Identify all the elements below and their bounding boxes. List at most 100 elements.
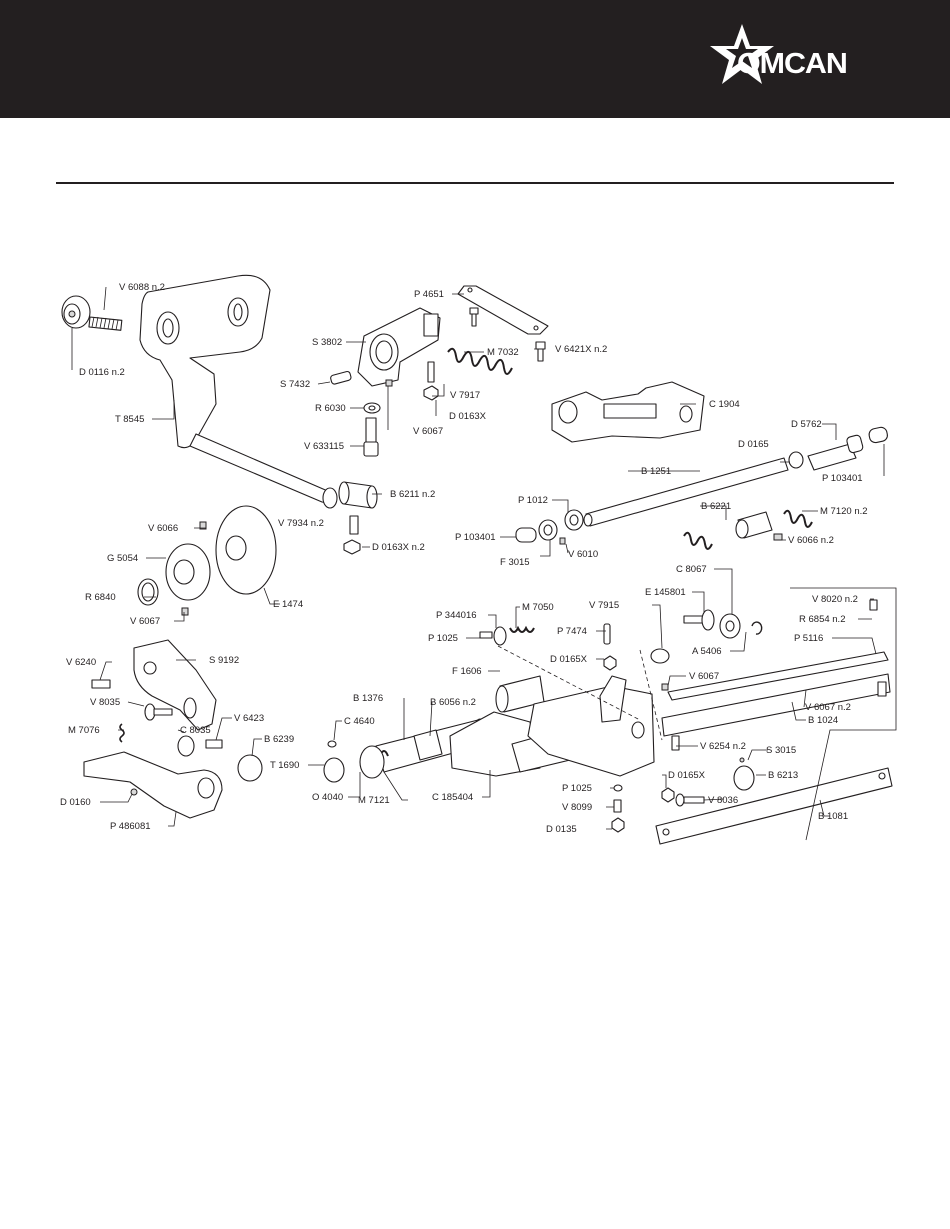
part-labels: V 6088 n.2 D 0116 n.2 T 8545 P 4651 S 38…	[60, 282, 868, 835]
nut-d0165x-a	[603, 655, 617, 671]
cradle-assembly	[527, 675, 655, 777]
shaft-e145801	[683, 615, 705, 624]
label-m7121: M 7121	[358, 795, 390, 806]
rail-b1024	[661, 673, 891, 737]
clip-c4640	[327, 740, 337, 748]
label-b6221: B 6221	[701, 501, 731, 512]
spring-m7121	[359, 745, 389, 779]
screw-v8036	[675, 793, 705, 807]
dash-guide-a	[497, 645, 641, 721]
pin-p7474	[603, 623, 611, 645]
label-v6067-b: V 6067	[130, 616, 160, 627]
label-d0116: D 0116 n.2	[79, 367, 125, 378]
screw-v6254	[671, 735, 680, 751]
stud-v7917	[427, 361, 435, 383]
label-v6066-a: V 6066	[148, 523, 178, 534]
label-v8036: V 8036	[708, 795, 738, 806]
hub-g5054	[165, 543, 211, 601]
handle-arm-t8545	[139, 274, 338, 509]
label-v7915: V 7915	[589, 600, 619, 611]
spring-left	[683, 531, 713, 550]
label-c4640: C 4640	[344, 716, 375, 727]
label-s9192: S 9192	[209, 655, 239, 666]
label-p103401-b: P 103401	[455, 532, 496, 543]
washer-r6030-hole	[368, 405, 376, 411]
knob-o4040	[323, 757, 345, 783]
label-p1012: P 1012	[518, 495, 548, 506]
pin-p1025-a	[479, 631, 493, 639]
label-b1081: B 1081	[818, 811, 848, 822]
nut-d0165	[788, 451, 804, 469]
label-a5406: A 5406	[692, 646, 722, 657]
label-d0165: D 0165	[738, 439, 769, 450]
nut-d0163x	[423, 385, 439, 401]
screw-shank-a	[471, 313, 477, 327]
label-v6421x: V 6421X n.2	[555, 344, 607, 355]
label-m7032: M 7032	[487, 347, 519, 358]
pin-p103401-b	[515, 527, 537, 543]
screw-v8020	[869, 599, 878, 611]
washer-f3015-hole	[543, 524, 553, 536]
knob-b6239	[237, 754, 263, 782]
label-b6056: B 6056 n.2	[430, 697, 476, 708]
label-d0135: D 0135	[546, 824, 577, 835]
label-c185404: C 185404	[432, 792, 473, 803]
screw-v6423	[205, 739, 223, 749]
label-v7934: V 7934 n.2	[278, 518, 324, 529]
pin-s7432	[330, 370, 352, 385]
screw-v7934	[349, 515, 359, 535]
part-drawings	[61, 274, 897, 845]
cam-e1474	[215, 505, 277, 595]
frame-c1904	[551, 381, 705, 443]
label-p344016: P 344016	[436, 610, 477, 621]
label-r6030: R 6030	[315, 403, 346, 414]
bush-e145801	[701, 609, 715, 631]
pin-p103401-a	[868, 426, 888, 444]
sleeve-d5762	[807, 434, 864, 471]
page-header: OMCAN	[0, 0, 950, 118]
dash-guide-b	[639, 649, 663, 741]
label-t1690: T 1690	[270, 760, 299, 771]
spring-m7050	[509, 625, 535, 633]
star-icon	[710, 24, 774, 84]
omcan-logo: OMCAN	[706, 24, 896, 96]
knob-v8035	[144, 703, 173, 721]
label-v8099: V 8099	[562, 802, 592, 813]
label-v6088: V 6088 n.2	[119, 282, 165, 293]
label-c8035: C 8035	[180, 725, 211, 736]
label-p103401-a: P 103401	[822, 473, 863, 484]
label-d0163x-b: D 0163X n.2	[372, 542, 425, 553]
screw-head-a	[469, 307, 479, 315]
knob-b6213	[733, 765, 755, 791]
clamp-s3802	[357, 307, 441, 387]
label-b1024: B 1024	[808, 715, 838, 726]
washer-p1012-hole	[569, 514, 579, 526]
label-c8067: C 8067	[676, 564, 707, 575]
label-m7120: M 7120 n.2	[820, 506, 868, 517]
label-b6211: B 6211 n.2	[390, 489, 435, 500]
label-v6010: V 6010	[568, 549, 598, 560]
label-e1474: E 1474	[273, 599, 303, 610]
screw-v6066-a	[199, 521, 207, 530]
pedal-p486081	[83, 751, 223, 819]
screw-shank-b	[537, 348, 544, 362]
nut-d0165x-b	[661, 787, 675, 803]
label-m7050: M 7050	[522, 602, 554, 613]
label-v6067-d: V 6067 n.2	[805, 702, 851, 713]
bush-c8035	[177, 735, 195, 757]
screw-v6240	[91, 679, 111, 689]
label-v633115: V 633115	[304, 441, 344, 452]
pin-s3015	[739, 757, 745, 763]
label-c1904: C 1904	[709, 399, 740, 410]
label-p4651: P 4651	[414, 289, 444, 300]
label-p7474: P 7474	[557, 626, 587, 637]
label-d0165x-b: D 0165X	[668, 770, 706, 781]
bolt-v633115	[363, 417, 379, 457]
screw-head-b	[535, 341, 546, 350]
label-v6423: V 6423	[234, 713, 264, 724]
label-b1251: B 1251	[641, 466, 671, 477]
label-v8020: V 8020 n.2	[812, 594, 858, 605]
nut-d0163x-b	[343, 539, 361, 555]
label-f3015: F 3015	[500, 557, 530, 568]
rod-b1251	[583, 457, 789, 527]
